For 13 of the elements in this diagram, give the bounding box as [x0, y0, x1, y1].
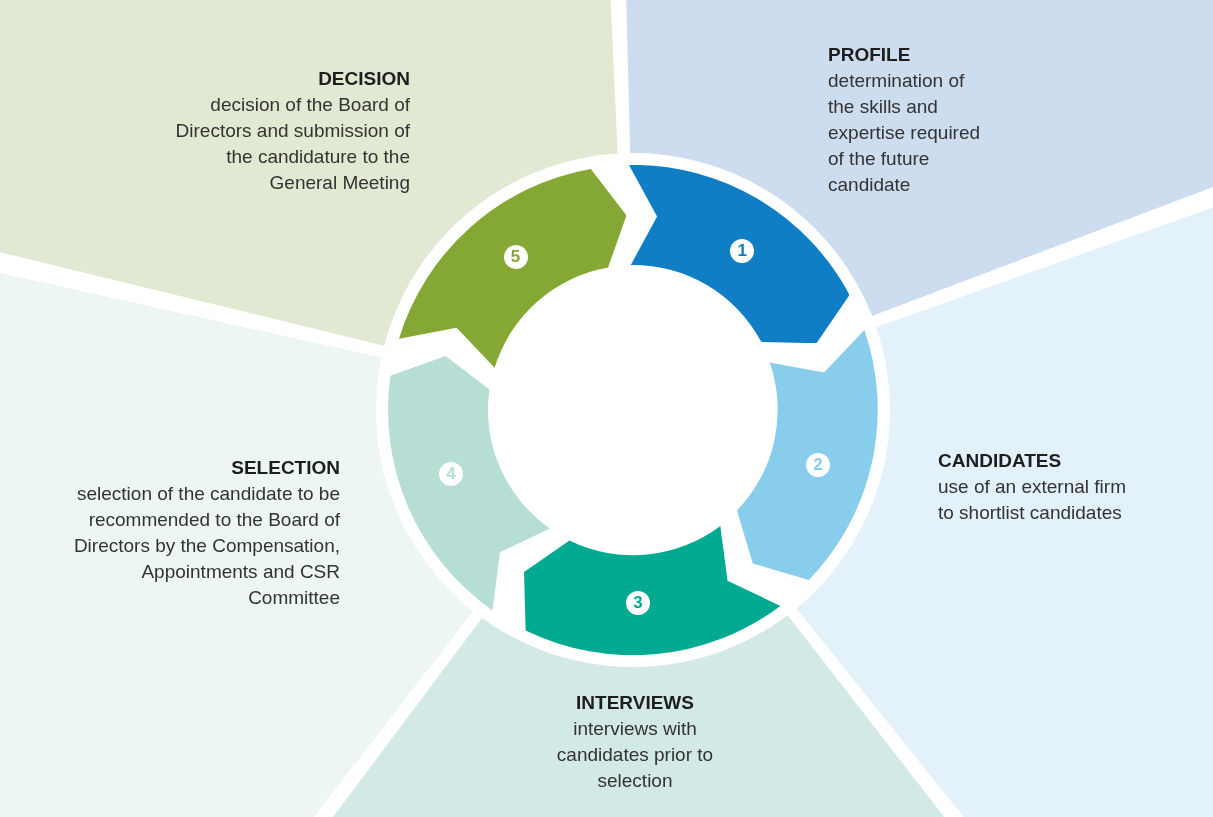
step-description: decision of the Board of Directors and submission of the candidature to the General Meeting — [174, 93, 410, 195]
cycle-arrow-segment — [523, 525, 781, 655]
step-heading: DECISION — [317, 67, 410, 91]
step-heading: INTERVIEWS — [575, 691, 695, 715]
step-description: interviews with candidates prior to selection — [555, 717, 715, 793]
step-heading: CANDIDATES — [938, 449, 1063, 473]
step-description: selection of the candidate to be recommended to the Board of Directors by the Compensation, Appointments and CSR Committee — [72, 482, 340, 610]
step-description: determination of the skills and expertise required of the future candidate — [828, 69, 982, 197]
step-description: use of an external firm to shortlist candidates — [938, 475, 1127, 525]
cycle-arrow-segment — [737, 330, 878, 581]
cycle-arrow-segment — [388, 356, 550, 611]
step-heading: PROFILE — [828, 43, 912, 67]
step-heading: SELECTION — [230, 456, 340, 480]
